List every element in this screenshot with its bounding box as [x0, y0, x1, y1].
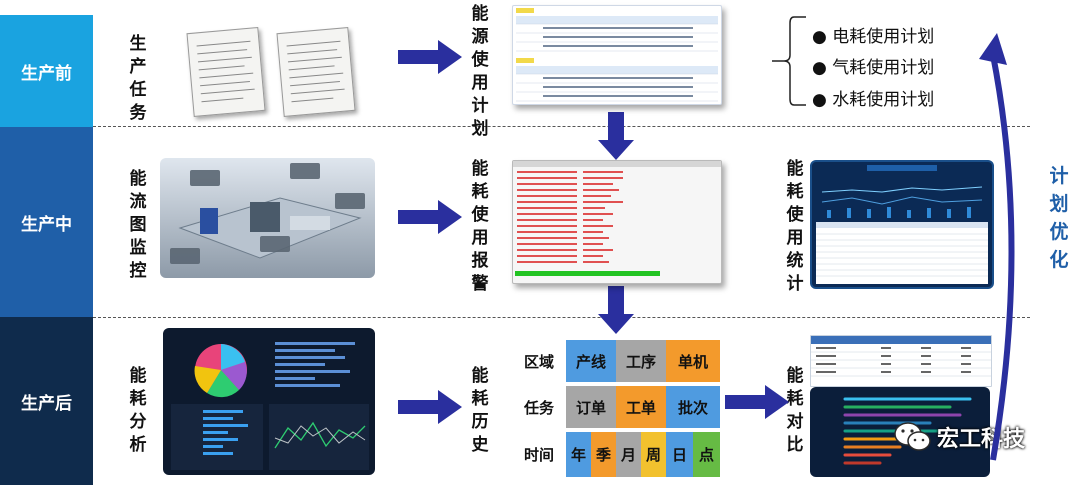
matrix-cell-week: 周	[641, 432, 666, 477]
label-flow-monitor: 能流图监控	[129, 169, 147, 281]
divider-top	[93, 126, 1030, 127]
matrix-cell-line: 产线	[566, 340, 616, 382]
matrix-cell-point: 点	[693, 432, 720, 477]
energy-compare-table-thumbnail	[810, 335, 992, 387]
matrix-header-area: 区域	[512, 340, 566, 382]
stage-during: 生产中	[0, 127, 93, 317]
matrix-cell-quarter: 季	[591, 432, 616, 477]
label-production-task: 生产任务	[129, 34, 147, 123]
energy-analysis-dashboard-thumbnail	[163, 328, 375, 475]
energy-stats-dashboard-thumbnail	[810, 160, 994, 289]
label-stats: 能耗使用统计	[786, 159, 804, 294]
matrix-header-task: 任务	[512, 386, 566, 428]
feedback-curved-arrow	[979, 33, 1015, 461]
plan-brace	[772, 16, 806, 106]
label-analysis: 能耗分析	[129, 366, 147, 455]
watermark-text: 宏工科技	[937, 427, 1026, 452]
matrix-cell-month: 月	[616, 432, 641, 477]
stage-before: 生产前	[0, 15, 93, 127]
matrix-cell-order: 订单	[566, 386, 616, 428]
matrix-header-time: 时间	[512, 432, 566, 477]
plan-item-gas: ● 气耗使用计划	[812, 58, 935, 78]
label-plan-optimize: 计划优化	[1049, 165, 1069, 271]
plan-item-water: ● 水耗使用计划	[812, 90, 935, 110]
wechat-icon	[894, 422, 931, 451]
arrow-right-1	[398, 40, 462, 74]
matrix-cell-process: 工序	[616, 340, 666, 382]
stage-after-label: 生产后	[21, 393, 72, 414]
label-energy-plan: 能源使用计划	[471, 4, 489, 139]
matrix-cell-year: 年	[566, 432, 591, 477]
arrow-right-4	[725, 385, 789, 419]
matrix-cell-batch: 批次	[666, 386, 720, 428]
watermark: 宏工科技	[893, 420, 1025, 454]
label-history: 能耗历史	[471, 366, 489, 455]
energy-alarm-log-thumbnail	[512, 160, 722, 284]
stage-before-label: 生产前	[21, 63, 72, 84]
arrow-right-2	[398, 200, 462, 234]
energy-flow-monitor-thumbnail	[160, 158, 375, 278]
matrix-cell-machine: 单机	[666, 340, 720, 382]
stage-during-label: 生产中	[21, 214, 72, 235]
matrix-cell-day: 日	[666, 432, 693, 477]
label-compare: 能耗对比	[786, 366, 804, 455]
label-alarm: 能耗使用报警	[471, 159, 489, 294]
plan-item-electricity: ● 电耗使用计划	[812, 27, 935, 47]
arrow-down-2	[598, 286, 634, 334]
arrow-right-3	[398, 390, 462, 424]
stage-after: 生产后	[0, 317, 93, 485]
arrow-down-1	[598, 112, 634, 160]
divider-bottom	[93, 317, 1030, 318]
energy-plan-table-thumbnail	[512, 5, 722, 105]
matrix-cell-workorder: 工单	[616, 386, 666, 428]
